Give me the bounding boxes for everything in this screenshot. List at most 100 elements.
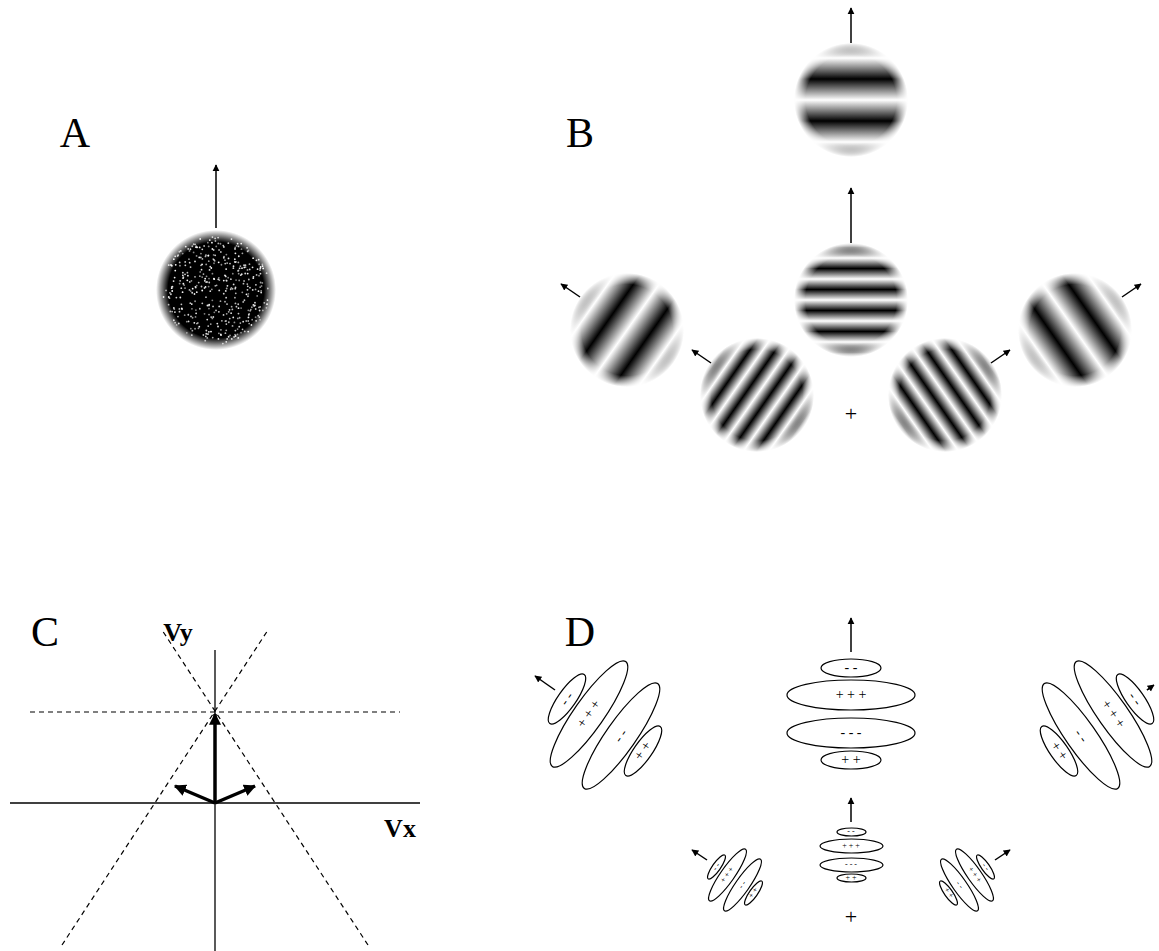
- dot: [187, 314, 189, 316]
- dot: [239, 265, 241, 267]
- panel-letter: B: [566, 112, 594, 154]
- dot: [201, 248, 203, 250]
- dot: [179, 311, 181, 313]
- dot: [171, 311, 173, 313]
- dot: [242, 321, 244, 323]
- receptive-subfield: + +: [836, 873, 867, 883]
- dot: [168, 304, 170, 306]
- dot: [173, 258, 175, 260]
- dot: [186, 332, 188, 334]
- dot: [177, 255, 179, 257]
- sign-text: + + +: [719, 865, 736, 884]
- dot: [238, 273, 240, 275]
- dot: [261, 264, 263, 266]
- dot: [230, 312, 232, 314]
- dot: [193, 252, 195, 254]
- dot: [207, 255, 209, 257]
- dot: [203, 273, 205, 275]
- dot: [234, 334, 236, 336]
- dot: [205, 263, 207, 265]
- dot: [226, 280, 228, 282]
- dot: [211, 289, 213, 291]
- dot: [204, 287, 206, 289]
- sign-text: + +: [631, 739, 654, 763]
- dot: [190, 328, 192, 330]
- dot: [234, 261, 236, 263]
- grating: [888, 338, 1002, 452]
- dot: [235, 292, 237, 294]
- dot: [181, 307, 183, 309]
- dot: [205, 330, 207, 332]
- sign-text: - -: [980, 861, 991, 872]
- dot: [197, 322, 199, 324]
- dot: [242, 328, 244, 330]
- panel-letter: D: [565, 611, 595, 653]
- dot: [251, 319, 253, 321]
- dot: [175, 297, 177, 299]
- dot: [225, 341, 227, 343]
- subfield-ellipse: [618, 722, 667, 781]
- dot: [261, 282, 263, 284]
- dot: [180, 303, 182, 305]
- dot: [170, 293, 172, 295]
- dot: [237, 270, 239, 272]
- dot: [221, 320, 223, 322]
- subfield-ellipse: [937, 879, 960, 907]
- dot: [260, 290, 262, 292]
- dot: [237, 303, 239, 305]
- dot: [218, 338, 220, 340]
- dot: [239, 322, 241, 324]
- velocity-vector: [213, 714, 217, 803]
- dot: [255, 308, 257, 310]
- axis-label: Vx: [384, 816, 416, 842]
- motion-arrow: [692, 850, 707, 860]
- dot: [230, 278, 232, 280]
- dot: [262, 265, 264, 267]
- dot: [168, 264, 170, 266]
- velocity-vector: [215, 786, 255, 803]
- receptive-subfield: + + +: [819, 838, 884, 854]
- dot: [248, 279, 250, 281]
- dot: [218, 249, 220, 251]
- dot: [248, 314, 250, 316]
- dot: [182, 253, 184, 255]
- subfield-ellipse: [742, 879, 765, 907]
- grating: [1018, 273, 1132, 387]
- dot: [217, 278, 219, 280]
- dot: [247, 289, 249, 291]
- dot: [171, 286, 173, 288]
- dot: [175, 264, 177, 266]
- dot: [237, 262, 239, 264]
- dot: [217, 242, 219, 244]
- dot: [225, 323, 227, 325]
- dot: [235, 279, 237, 281]
- dot: [180, 287, 182, 289]
- dot: [240, 332, 242, 334]
- dot: [232, 267, 234, 269]
- dot: [258, 263, 260, 265]
- dot: [199, 275, 201, 277]
- dot: [208, 255, 210, 257]
- axis-label: Vy: [163, 620, 192, 646]
- sign-text: - -: [737, 880, 748, 891]
- dot: [188, 321, 190, 323]
- dot: [207, 305, 209, 307]
- dot: [216, 323, 218, 325]
- subfield-ellipse: [837, 874, 866, 882]
- sign-text: - -: [711, 862, 722, 873]
- dot: [234, 261, 236, 263]
- dot: [183, 276, 185, 278]
- dot: [202, 334, 204, 336]
- dot: [226, 288, 228, 290]
- dot: [184, 273, 186, 275]
- dot: [231, 338, 233, 340]
- dot: [190, 315, 192, 317]
- dot: [262, 268, 264, 270]
- dot: [257, 315, 259, 317]
- dot: [225, 320, 227, 322]
- dot: [213, 259, 215, 261]
- receptive-subfield: - -: [820, 658, 882, 678]
- dot: [209, 269, 211, 271]
- dot: [198, 327, 200, 329]
